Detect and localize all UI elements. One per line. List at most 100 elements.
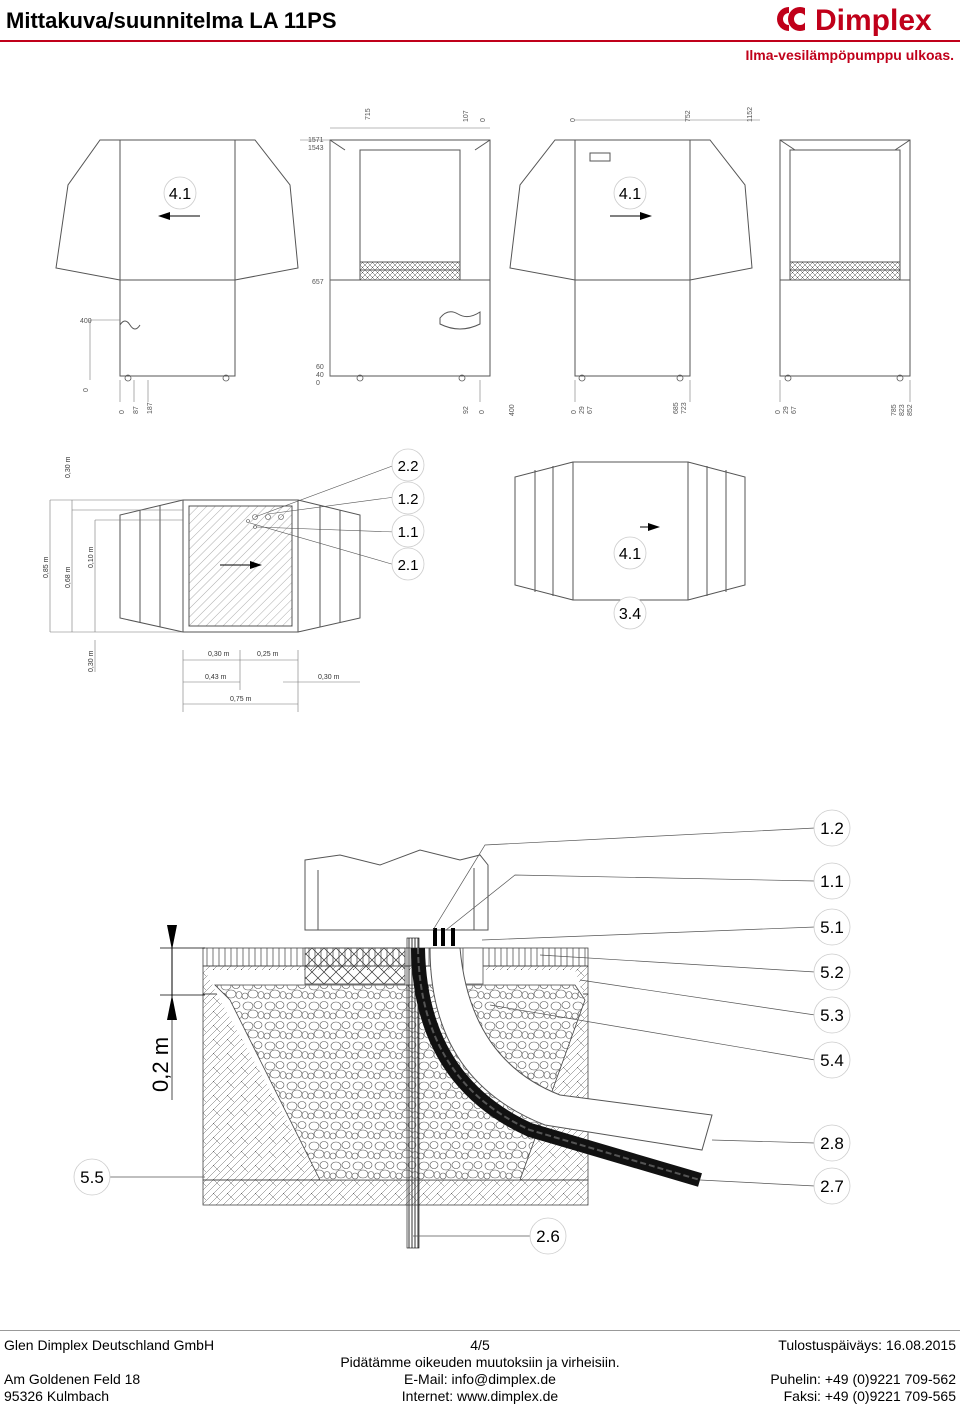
dim-h030b: 0,30 m bbox=[318, 674, 340, 681]
dim-010: 0,10 m bbox=[88, 546, 95, 568]
footer-phone: Puhelin: +49 (0)9221 709-562 bbox=[770, 1371, 956, 1387]
section-callout-5-2: 5.2 bbox=[820, 963, 844, 982]
plan-callout-2-2: 2.2 bbox=[398, 458, 419, 475]
dim-92: 92 bbox=[463, 406, 470, 414]
section-callout-5-3: 5.3 bbox=[820, 1006, 844, 1025]
section-callout-1-1: 1.1 bbox=[820, 872, 844, 891]
dimplex-logo: Dimplex bbox=[777, 4, 932, 36]
footer-rule bbox=[0, 1330, 960, 1331]
footer-street: Am Goldenen Feld 18 bbox=[4, 1371, 141, 1387]
section-callout-5-1: 5.1 bbox=[820, 918, 844, 937]
dim-h075: 0,75 m bbox=[230, 696, 252, 703]
dim-87: 87 bbox=[133, 406, 140, 414]
mounting-feet bbox=[124, 374, 904, 382]
front-view-right bbox=[779, 139, 911, 377]
dim-030-bottom: 0,30 m bbox=[88, 650, 95, 672]
footer-rights: Pidätämme oikeuden muutoksiin ja virheis… bbox=[340, 1354, 620, 1370]
dim-685: 685 bbox=[673, 402, 680, 414]
dim-715: 715 bbox=[365, 108, 372, 120]
dim-0-d: 0 bbox=[83, 388, 90, 392]
dim-29-b: 29 bbox=[783, 406, 790, 414]
side-view-left bbox=[55, 139, 299, 377]
plan-callouts: 2.2 1.2 1.1 2.1 bbox=[391, 448, 425, 581]
section-callout-2-8: 2.8 bbox=[820, 1134, 844, 1153]
footer-company: Glen Dimplex Deutschland GmbH bbox=[4, 1337, 215, 1353]
dim-852: 852 bbox=[907, 404, 914, 416]
footer-print-date: Tulostuspäiväys: 16.08.2015 bbox=[778, 1337, 956, 1353]
dim-29-a: 29 bbox=[579, 406, 586, 414]
svg-text:4.1: 4.1 bbox=[619, 186, 641, 203]
dim-h025: 0,25 m bbox=[257, 651, 279, 658]
svg-text:4.1: 4.1 bbox=[169, 186, 191, 203]
dim-400-b: 400 bbox=[509, 404, 516, 416]
section-callout-2-7: 2.7 bbox=[820, 1177, 844, 1196]
depth-dimension: 0,2 m bbox=[148, 925, 205, 1100]
dim-785: 785 bbox=[891, 404, 898, 416]
dim-0-f: 0 bbox=[479, 410, 486, 414]
dimplex-logo-mark bbox=[777, 7, 815, 31]
dim-0-a: 0 bbox=[480, 118, 487, 122]
dim-1543: 1543 bbox=[308, 145, 324, 152]
connection-pipes bbox=[411, 947, 713, 1187]
dim-107: 107 bbox=[463, 110, 470, 122]
footer-website[interactable]: Internet: www.dimplex.de bbox=[401, 1388, 559, 1404]
callout-4-1-right: 4.1 bbox=[610, 176, 652, 220]
dim-657: 657 bbox=[312, 279, 324, 286]
plan-arrow bbox=[220, 561, 262, 569]
section-leader-lines bbox=[110, 827, 816, 1237]
page-title: Mittakuva/suunnitelma LA 11PS bbox=[6, 8, 337, 33]
plan-dimension-lines bbox=[49, 499, 360, 712]
svg-text:4.1: 4.1 bbox=[619, 546, 641, 563]
ground-rod bbox=[406, 937, 420, 1249]
brand-name: Dimplex bbox=[815, 4, 932, 36]
dim-67-a: 67 bbox=[587, 406, 594, 414]
dim-0-e: 0 bbox=[119, 410, 126, 414]
section-callouts: 1.2 1.1 5.1 5.2 5.3 5.4 2.8 2.7 5.5 2.6 bbox=[73, 809, 851, 1255]
plan-callout-1-1: 1.1 bbox=[398, 524, 419, 541]
dim-0-c: 0 bbox=[316, 380, 320, 387]
footer-fax: Faksi: +49 (0)9221 709-565 bbox=[783, 1388, 956, 1404]
dim-752: 752 bbox=[685, 110, 692, 122]
dim-068: 0,68 m bbox=[65, 566, 72, 588]
dim-60: 60 bbox=[316, 364, 324, 371]
plan-connections bbox=[246, 464, 396, 566]
dim-1571: 1571 bbox=[308, 137, 324, 144]
footer-email[interactable]: E-Mail: info@dimplex.de bbox=[404, 1371, 556, 1387]
depth-label: 0,2 m bbox=[148, 1037, 173, 1092]
ground-layers bbox=[202, 947, 589, 1206]
callout-4-1-plan: 4.1 bbox=[613, 523, 660, 570]
plan-callout-1-2: 1.2 bbox=[398, 491, 419, 508]
side-view-right bbox=[509, 139, 753, 377]
dim-67-b: 67 bbox=[791, 406, 798, 414]
footer-page-number: 4/5 bbox=[470, 1337, 490, 1353]
footer-center-block: 4/5 Pidätämme oikeuden muutoksiin ja vir… bbox=[320, 1337, 640, 1405]
dim-723: 723 bbox=[681, 402, 688, 414]
dim-40: 40 bbox=[316, 372, 324, 379]
section-callout-1-2: 1.2 bbox=[820, 819, 844, 838]
dim-h043: 0,43 m bbox=[205, 674, 227, 681]
plan-callout-2-1: 2.1 bbox=[398, 557, 419, 574]
section-callout-5-5: 5.5 bbox=[80, 1168, 104, 1187]
plan-view bbox=[119, 499, 361, 633]
footer-contact-block: Tulostuspäiväys: 16.08.2015 Puhelin: +49… bbox=[770, 1337, 956, 1405]
footer-company-block: Glen Dimplex Deutschland GmbH Am Goldene… bbox=[4, 1337, 214, 1405]
section-pipes-top bbox=[433, 928, 455, 946]
dim-h030: 0,30 m bbox=[208, 651, 230, 658]
header-rule bbox=[0, 40, 960, 42]
dim-0-h: 0 bbox=[775, 410, 782, 414]
dim-400-a: 400 bbox=[80, 318, 92, 325]
plan-dimension-labels: 0,30 m 0,85 m 0,68 m 0,10 m 0,30 m 0,30 … bbox=[43, 456, 340, 703]
callout-4-1-left: 4.1 bbox=[158, 176, 200, 220]
dim-1152: 1152 bbox=[747, 107, 754, 122]
elevation-dimension-lines bbox=[89, 119, 911, 402]
dim-187: 187 bbox=[147, 402, 154, 414]
page-subtitle: Ilma-vesilämpöpumppu ulkoas. bbox=[745, 47, 955, 63]
technical-drawing: 715 107 0 0 752 1152 1571 1543 657 400 6… bbox=[43, 107, 914, 1255]
section-unit bbox=[304, 849, 489, 931]
dim-085: 0,85 m bbox=[43, 556, 50, 578]
dim-0-g: 0 bbox=[571, 410, 578, 414]
top-view-right bbox=[514, 461, 746, 601]
front-view-left bbox=[329, 139, 491, 377]
footer-city: 95326 Kulmbach bbox=[4, 1388, 110, 1404]
dim-823: 823 bbox=[899, 404, 906, 416]
